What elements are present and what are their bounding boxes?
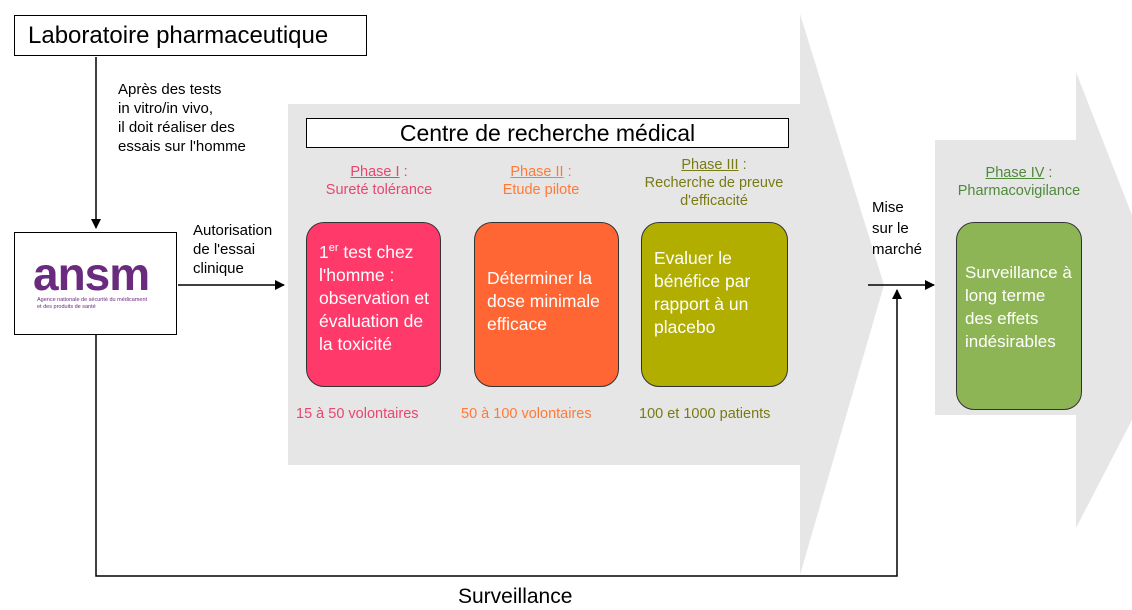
agency-tagline-line: Agence nationale de sécurité du médicame… (37, 297, 148, 303)
phase4-description: Surveillance à long terme des effets ind… (965, 263, 1072, 351)
phase4-sep: : (1044, 165, 1053, 181)
agency-logo-box: ansm Agence nationale de sécurité du méd… (14, 232, 177, 335)
phase2-sep: : (563, 164, 572, 180)
market-note-line: sur le (872, 220, 909, 237)
phase3-count: 100 et 1000 patients (639, 406, 771, 422)
agency-logo-text: ansm (33, 248, 150, 300)
phase1-subtitle: Sureté tolérance (325, 182, 433, 198)
phase3-sep: : (738, 157, 747, 173)
lab-note: Après des tests in vitro/in vivo, il doi… (118, 80, 246, 156)
phase2-description: Déterminer la dose minimale efficace (487, 268, 600, 334)
phase1-card: 1er test chez l'homme : observation et é… (306, 222, 441, 387)
agency-tagline: Agence nationale de sécurité du médicame… (37, 297, 147, 311)
phase2-subtitle: Etude pilote (502, 182, 580, 198)
authorization-note-line: Autorisation (193, 222, 273, 239)
research-center-title-box: Centre de recherche médical (306, 118, 789, 148)
phase3-subtitle: Recherche de preuve d'efficacité (644, 175, 784, 209)
market-note-line: marché (872, 241, 923, 258)
agency-tagline-line: et des produits de santé (37, 304, 96, 310)
phase2-header: Phase II : Etude pilote (466, 163, 616, 199)
phase3-name: Phase III (681, 157, 739, 173)
phase3-description: Evaluer le bénéfice par rapport à un pla… (654, 248, 751, 337)
phase2-card: Déterminer la dose minimale efficace (474, 222, 619, 387)
phase4-header: Phase IV : Pharmacovigilance (940, 164, 1098, 200)
lab-note-line: essais sur l'homme (118, 138, 246, 155)
authorization-note: Autorisation de l'essai clinique (193, 221, 272, 278)
lab-note-line: Après des tests (118, 81, 222, 98)
authorization-note-line: clinique (193, 260, 244, 277)
phase1-header: Phase I : Sureté tolérance (296, 163, 462, 199)
authorization-note-line: de l'essai (193, 241, 256, 258)
phase1-description: test chez l'homme : observation et évalu… (319, 241, 429, 354)
surveillance-label: Surveillance (458, 585, 573, 608)
phase2-name: Phase II (510, 164, 564, 180)
lab-title-box: Laboratoire pharmaceutique (14, 15, 367, 56)
phase4-name: Phase IV (985, 165, 1045, 181)
phase3-header: Phase III : Recherche de preuve d'effica… (626, 156, 802, 210)
surveillance-loop-line (95, 289, 902, 577)
phase2-count: 50 à 100 volontaires (461, 406, 592, 422)
phase1-sep: : (399, 164, 408, 180)
market-note-line: Mise (872, 199, 904, 216)
phase1-count: 15 à 50 volontaires (296, 406, 419, 422)
phase1-name: Phase I (350, 164, 400, 180)
phase4-subtitle: Pharmacovigilance (957, 183, 1081, 199)
phase1-desc-sup: er (328, 242, 339, 254)
lab-note-line: in vitro/in vivo, (118, 100, 214, 117)
agency-logo: ansm (33, 248, 150, 300)
phase1-desc-prefix: 1 (319, 241, 329, 262)
research-center-title: Centre de recherche médical (399, 120, 696, 146)
lab-title: Laboratoire pharmaceutique (28, 22, 329, 49)
lab-note-line: il doit réaliser des (118, 119, 235, 136)
market-note: Mise sur le marché (872, 197, 922, 260)
phase4-card: Surveillance à long terme des effets ind… (956, 222, 1082, 410)
phase3-card: Evaluer le bénéfice par rapport à un pla… (641, 222, 788, 387)
